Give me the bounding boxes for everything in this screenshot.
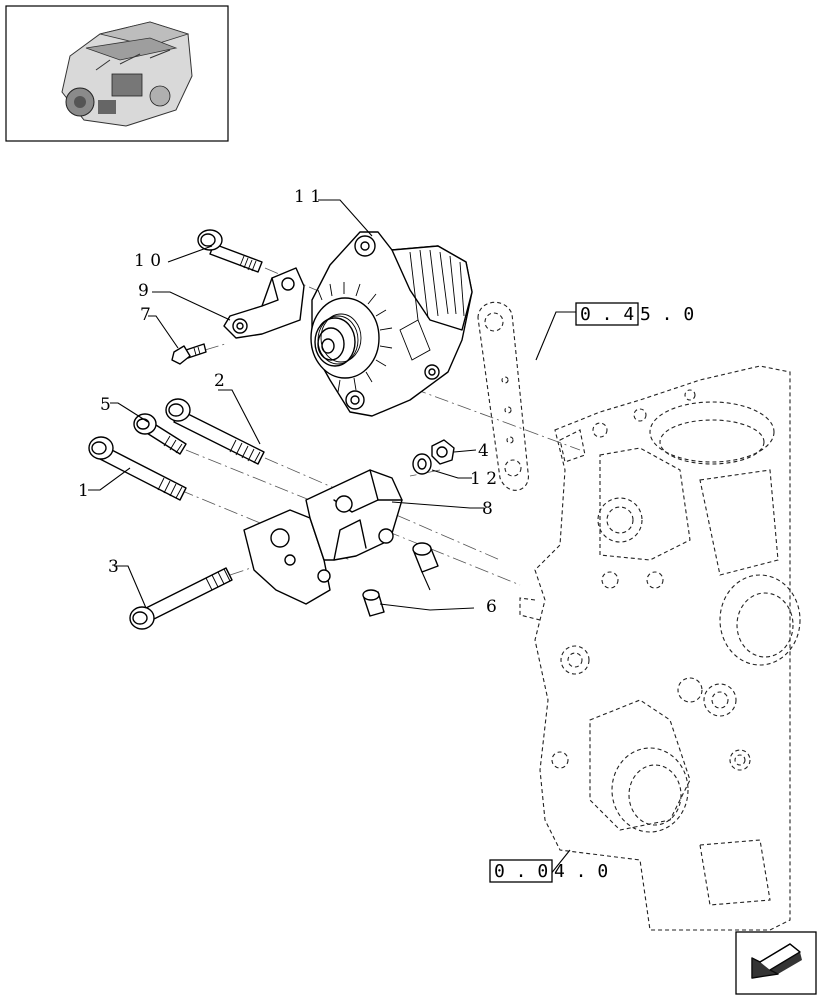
reference-bottom-tail: 4 . 0	[554, 861, 608, 882]
callout-12: 1 2	[470, 469, 497, 489]
belt-tensioner-link-outline	[477, 301, 529, 491]
reference-top[interactable]: 0 . 4 5 . 0	[575, 302, 694, 326]
callout-9: 9	[138, 281, 149, 301]
nut-part-4[interactable]	[431, 439, 455, 465]
leader-lines	[88, 199, 576, 876]
reference-top-tail: 5 . 0	[640, 304, 694, 325]
screw-part-1[interactable]	[88, 436, 187, 501]
reference-bottom-boxed: 0 . 0	[494, 861, 548, 882]
callout-10: 1 0	[134, 251, 161, 271]
callout-2: 2	[214, 371, 225, 391]
reference-top-boxed: 0 . 4	[580, 304, 634, 325]
next-page-arrow-icon[interactable]	[735, 931, 817, 995]
callout-7: 7	[140, 305, 151, 325]
bush-part-6[interactable]	[362, 542, 439, 617]
callout-1: 1	[78, 481, 89, 501]
callout-6: 6	[486, 597, 497, 617]
reference-bottom[interactable]: 0 . 0 4 . 0	[489, 859, 608, 883]
screw-part-7[interactable]	[171, 343, 207, 365]
bracket-part-9[interactable]	[223, 267, 305, 339]
screw-part-5[interactable]	[133, 413, 187, 455]
washer-part-12[interactable]	[412, 453, 432, 475]
callout-11: 1 1	[294, 187, 321, 207]
callout-8: 8	[482, 499, 493, 519]
support-part-8[interactable]	[243, 469, 403, 605]
screw-part-2[interactable]	[165, 398, 265, 465]
callout-5: 5	[100, 395, 111, 415]
callout-3: 3	[108, 557, 119, 577]
engine-block-outline	[519, 365, 801, 931]
callout-4: 4	[478, 441, 489, 461]
engine-thumbnail-icon[interactable]	[5, 5, 229, 142]
screw-part-10[interactable]	[197, 229, 263, 273]
alternator-part-11[interactable]	[310, 231, 473, 417]
screw-part-3[interactable]	[129, 567, 233, 630]
callout-labels: 1 1 1 0 9 7 2 5 1 3 8 6 1 2 4	[78, 187, 497, 617]
